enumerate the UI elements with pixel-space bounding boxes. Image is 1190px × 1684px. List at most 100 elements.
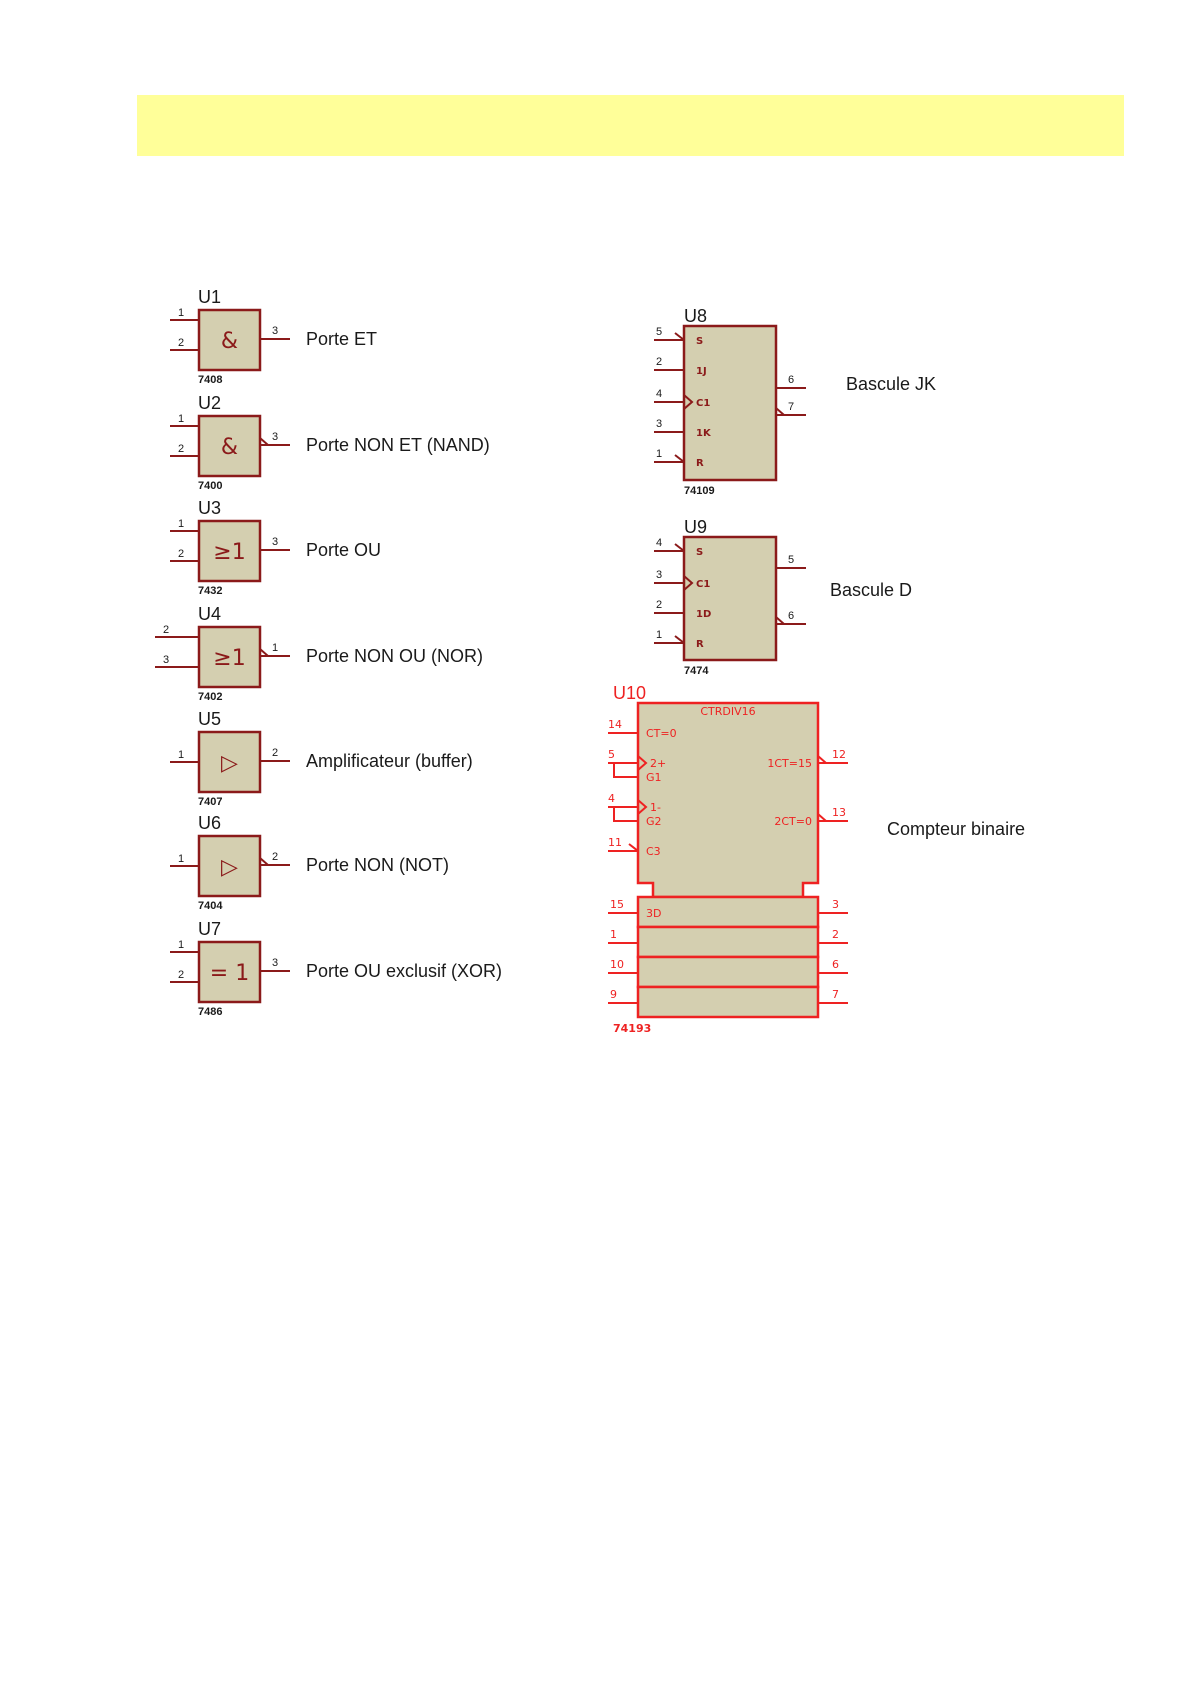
active-low-marker [628,843,639,852]
input-pin-number: 3 [656,569,662,581]
gate-body [197,625,262,689]
control-input-sublabel: G1 [646,771,662,784]
input-pin-number: 2 [178,443,184,455]
inversion-marker [775,616,785,625]
input-function-label: 1J [696,366,707,377]
active-low-marker [674,635,685,644]
gate-ref-label: U7 [198,919,221,939]
gate-symbol: ▷ [221,751,238,776]
output-pin-number: 3 [272,536,278,548]
input-pin-number: 1 [178,853,184,865]
output-pin-number: 2 [272,851,278,863]
input-function-label: C1 [696,579,710,590]
counter-data-row [636,985,820,1019]
active-low-marker [674,332,685,341]
control-output-label: 2CT=0 [774,815,812,828]
control-input-pin-number: 4 [608,792,615,805]
input-pin-number: 1 [656,448,662,460]
control-input-label: CT=0 [646,727,677,740]
gate-ref-label: U5 [198,709,221,729]
gate-body [197,940,262,1004]
control-input-label: 2+ [650,757,666,770]
counter-part-number: 74193 [613,1022,651,1035]
inversion-marker [775,407,785,416]
gate-description: Porte ET [306,329,377,349]
input-function-label: R [696,458,704,469]
input-pin-number: 3 [656,418,662,430]
gate-description: Amplificateur (buffer) [306,751,473,771]
input-pin-number: 1 [656,629,662,641]
data-row-label: 3D [646,907,661,920]
input-pin-number: 1 [178,939,184,951]
flipflop-part-number: 7474 [684,665,709,677]
input-pin-number: 2 [178,548,184,560]
flipflop-description: Bascule D [830,580,912,600]
output-pin-number: 3 [272,957,278,969]
control-input-pin-number: 5 [608,748,615,761]
data-input-pin-number: 9 [610,988,617,1001]
input-pin-number: 1 [178,749,184,761]
gate-description: Porte NON ET (NAND) [306,435,490,455]
inversion-marker [817,813,827,822]
counter-data-row [636,925,820,959]
output-pin-number: 7 [788,401,794,413]
counter-ref-label: U10 [613,683,646,703]
gate-symbol: = 1 [210,961,249,986]
counter-data-row [636,895,820,929]
output-pin-number: 5 [788,554,794,566]
active-low-marker [674,454,685,463]
flipflop-ref-label: U8 [684,306,707,326]
gate-part-number: 7408 [198,374,222,386]
output-pin-number: 6 [788,374,794,386]
data-input-pin-number: 1 [610,928,617,941]
gate-u7: U7 = 1 7486 1 2 3 Porte OU exclusif (XOR) [170,919,502,1018]
inversion-marker [259,857,269,866]
gate-part-number: 7407 [198,796,222,808]
gate-ref-label: U4 [198,604,221,624]
input-pin-number: 2 [178,969,184,981]
gate-description: Porte NON (NOT) [306,855,449,875]
input-pin-number: 2 [163,624,169,636]
gate-symbol: ≥1 [213,540,245,565]
gate-description: Porte OU exclusif (XOR) [306,961,502,981]
gate-ref-label: U3 [198,498,221,518]
control-input-sublabel: G2 [646,815,662,828]
input-pin-number: 4 [656,388,662,400]
input-function-label: R [696,639,704,650]
input-pin-number: 3 [163,654,169,666]
control-input-label: C3 [646,845,661,858]
gate-description: Porte OU [306,540,381,560]
control-input-pin-number: 14 [608,718,622,731]
data-output-pin-number: 2 [832,928,839,941]
inversion-marker [259,437,269,446]
clock-edge-marker [637,755,648,771]
data-input-pin-number: 10 [610,958,624,971]
output-pin-number: 3 [272,325,278,337]
active-low-marker [674,543,685,552]
inversion-marker [259,648,269,657]
flipflop-description: Bascule JK [846,374,936,394]
control-input-label: 1- [650,801,661,814]
data-output-pin-number: 3 [832,898,839,911]
counter-data-row [636,955,820,989]
pin-bracket [613,806,639,822]
input-function-label: 1D [696,609,711,620]
counter-description: Compteur binaire [887,819,1025,839]
gate-part-number: 7404 [198,900,223,912]
data-input-pin-number: 15 [610,898,624,911]
data-output-pin-number: 6 [832,958,839,971]
flipflop-body [682,324,778,482]
pin-bracket [613,762,639,778]
input-pin-number: 2 [656,356,662,368]
gate-description: Porte NON OU (NOR) [306,646,483,666]
input-pin-number: 1 [178,307,184,319]
gate-part-number: 7402 [198,691,222,703]
gate-part-number: 7486 [198,1006,222,1018]
output-pin-number: 3 [272,431,278,443]
